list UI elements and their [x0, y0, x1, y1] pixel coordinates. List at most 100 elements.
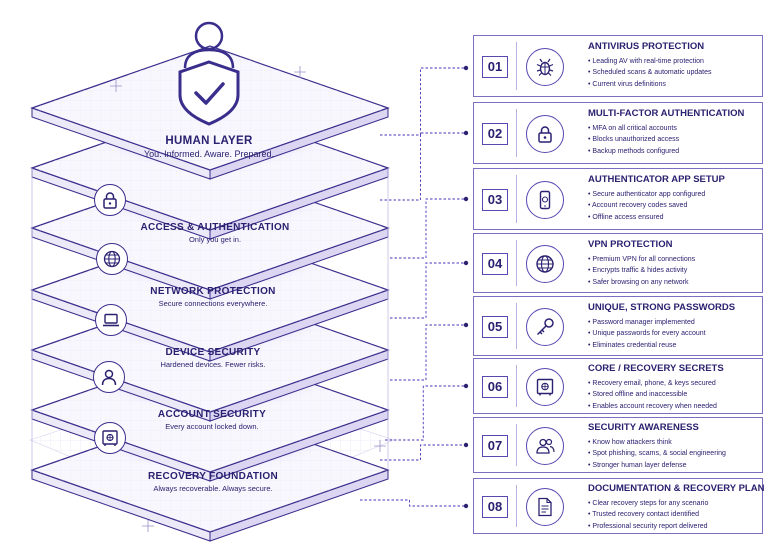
card-bullet: Professional security report delivered: [588, 521, 758, 532]
card-bullet: MFA on all critical accounts: [588, 123, 758, 134]
lock-icon: [94, 184, 126, 216]
connector-line: [380, 444, 466, 461]
card-bullet: Trusted recovery contact identified: [588, 509, 758, 520]
connector-dot: [463, 130, 469, 136]
connector-line: [390, 262, 466, 319]
connector-lines: [360, 65, 469, 509]
card-bullet: Recovery email, phone, & keys secured: [588, 378, 758, 389]
card-bullet: Leading AV with real-time protection: [588, 56, 758, 67]
layer-title: NETWORK PROTECTION: [150, 286, 276, 297]
connector-dot: [463, 65, 469, 71]
card-divider: [516, 303, 517, 349]
card-bullet: Encrypts traffic & hides activity: [588, 265, 758, 276]
lock-icon: [526, 115, 564, 153]
card-divider: [516, 109, 517, 157]
card-bullet: Enables account recovery when needed: [588, 401, 758, 412]
human-layer-label: HUMAN LAYER You. Informed. Aware. Prepar…: [109, 135, 309, 159]
human-layer-title: HUMAN LAYER: [165, 135, 253, 147]
slab-human-layer: [30, 45, 390, 180]
document-icon: [526, 488, 564, 526]
card-bullet: Scheduled scans & automatic updates: [588, 67, 758, 78]
card-bullet: Stronger human layer defense: [588, 460, 758, 471]
card-bullet: Clear recovery steps for any scenario: [588, 498, 758, 509]
globe-icon: [526, 245, 564, 283]
card-number: 05: [482, 316, 508, 338]
connector-dot: [463, 383, 469, 389]
card-title: ANTIVIRUS PROTECTION: [588, 41, 705, 52]
card-divider: [516, 175, 517, 223]
card-title: VPN PROTECTION: [588, 239, 673, 250]
sparkles: [110, 66, 386, 532]
laptop-icon: [95, 304, 127, 336]
layer-subtitle: Always recoverable. Always secure.: [153, 484, 273, 493]
card-bullet: Eliminates credential reuse: [588, 340, 758, 351]
card-bullet: Stored offline and inaccessible: [588, 389, 758, 400]
card-title: DOCUMENTATION & RECOVERY PLAN: [588, 483, 765, 494]
card-bullet: Backup methods configured: [588, 146, 758, 157]
card-divider: [516, 485, 517, 527]
card-number: 08: [482, 496, 508, 518]
layer-title: RECOVERY FOUNDATION: [148, 471, 278, 482]
card-number: 03: [482, 189, 508, 211]
people-icon: [526, 427, 564, 465]
card-bullet: Know how attackers think: [588, 437, 758, 448]
card-title: UNIQUE, STRONG PASSWORDS: [588, 302, 736, 313]
card-title: SECURITY AWARENESS: [588, 422, 699, 433]
card-mfa: 02 MULTI-FACTOR AUTHENTICATION MFA on al…: [473, 102, 763, 164]
card-title: MULTI-FACTOR AUTHENTICATION: [588, 108, 745, 119]
card-bullet: Account recovery codes saved: [588, 200, 758, 211]
layer-title: ACCESS & AUTHENTICATION: [140, 222, 290, 233]
card-vpn: 04 VPN PROTECTION Premium VPN for all co…: [473, 233, 763, 293]
layer-label-account: ACCOUNT SECURITY Every account locked do…: [112, 409, 312, 431]
key-icon: [526, 308, 564, 346]
card-bullet: Offline access ensured: [588, 212, 758, 223]
connector-line: [380, 132, 466, 201]
safe-icon: [526, 368, 564, 406]
connector-dot: [463, 322, 469, 328]
card-bullet: Password manager implemented: [588, 317, 758, 328]
card-divider: [516, 365, 517, 407]
card-authenticator: 03 AUTHENTICATOR APP SETUP Secure authen…: [473, 168, 763, 230]
card-number: 02: [482, 123, 508, 145]
layer-label-device: DEVICE SECURITY Hardened devices. Fewer …: [113, 347, 313, 369]
connector-dot: [463, 503, 469, 509]
layer-subtitle: Every account locked down.: [165, 422, 259, 431]
layer-subtitle: Secure connections everywhere.: [158, 299, 268, 308]
card-divider: [516, 42, 517, 90]
human-layer-subtitle: You. Informed. Aware. Prepared.: [143, 149, 275, 159]
card-title: AUTHENTICATOR APP SETUP: [588, 174, 725, 185]
card-divider: [516, 240, 517, 286]
connector-line: [390, 324, 466, 381]
layer-title: ACCOUNT SECURITY: [157, 409, 267, 420]
card-number: 07: [482, 435, 508, 457]
user-icon: [93, 361, 125, 393]
card-bullet: Secure authenticator app configured: [588, 189, 758, 200]
connector-line: [360, 499, 466, 507]
card-documentation: 08 DOCUMENTATION & RECOVERY PLAN Clear r…: [473, 478, 765, 534]
card-passwords: 05 UNIQUE, STRONG PASSWORDS Password man…: [473, 296, 763, 356]
layer-label-network: NETWORK PROTECTION Secure connections ev…: [113, 286, 313, 308]
card-bullet: Current virus definitions: [588, 79, 758, 90]
card-antivirus: 01 ANTIVIRUS PROTECTION Leading AV with …: [473, 35, 763, 97]
connector-dot: [463, 260, 469, 266]
connector-dot: [463, 442, 469, 448]
globe-icon: [96, 243, 128, 275]
card-number: 04: [482, 253, 508, 275]
connector-dot: [463, 196, 469, 202]
human-shield-icon: [178, 21, 240, 126]
card-bullet: Unique passwords for every account: [588, 328, 758, 339]
card-bullet: Premium VPN for all connections: [588, 254, 758, 265]
card-number: 01: [482, 56, 508, 78]
layer-subtitle: Only you get in.: [188, 235, 242, 244]
connector-line: [380, 67, 466, 136]
connector-line: [385, 385, 466, 441]
layer-label-recovery: RECOVERY FOUNDATION Always recoverable. …: [113, 471, 313, 493]
card-bullet: Spot phishing, scams, & social engineeri…: [588, 448, 758, 459]
card-title: CORE / RECOVERY SECRETS: [588, 363, 724, 374]
card-bullet: Blocks unauthorized access: [588, 134, 758, 145]
connector-line: [390, 198, 466, 259]
layer-subtitle: Hardened devices. Fewer risks.: [160, 360, 266, 369]
safe-icon: [94, 422, 126, 454]
phone-icon: [526, 181, 564, 219]
card-bullet: Safer browsing on any network: [588, 277, 758, 288]
